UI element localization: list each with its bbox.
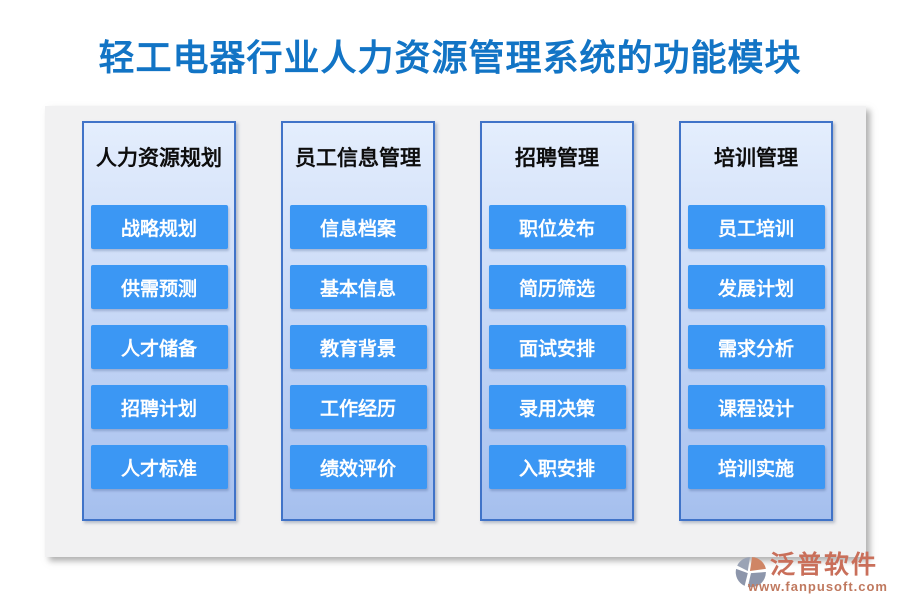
fanpu-logo-icon	[735, 557, 766, 588]
module-box: 简历筛选	[488, 265, 626, 309]
column-header: 培训管理	[714, 147, 798, 170]
module-box: 入职安排	[488, 445, 626, 489]
page-title: 轻工电器行业人力资源管理系统的功能模块	[98, 37, 802, 78]
vendor-text-block: 泛普软件 www.fanpusoft.com	[748, 551, 888, 594]
module-box: 课程设计	[687, 385, 825, 429]
column-employee-info: 员工信息管理 信息档案 基本信息 教育背景 工作经历 绩效评价	[281, 121, 435, 521]
column-recruitment: 招聘管理 职位发布 简历筛选 面试安排 录用决策 入职安排	[480, 121, 634, 521]
diagram-panel: 人力资源规划 战略规划 供需预测 人才储备 招聘计划 人才标准 员工信息管理 信…	[45, 106, 866, 557]
module-box: 人才储备	[90, 325, 228, 369]
module-box: 绩效评价	[289, 445, 427, 489]
module-box: 需求分析	[687, 325, 825, 369]
module-box: 员工培训	[687, 205, 825, 249]
module-box: 职位发布	[488, 205, 626, 249]
vendor-website: www.fanpusoft.com	[747, 579, 888, 594]
module-box: 面试安排	[488, 325, 626, 369]
vendor-logo: 泛普软件 www.fanpusoft.com	[734, 552, 888, 594]
column-header: 员工信息管理	[295, 147, 421, 170]
module-box: 发展计划	[687, 265, 825, 309]
column-hr-planning: 人力资源规划 战略规划 供需预测 人才储备 招聘计划 人才标准	[82, 121, 236, 521]
module-box: 人才标准	[90, 445, 228, 489]
module-box: 培训实施	[687, 445, 825, 489]
module-box: 基本信息	[289, 265, 427, 309]
module-box: 招聘计划	[90, 385, 228, 429]
module-columns: 人力资源规划 战略规划 供需预测 人才储备 招聘计划 人才标准 员工信息管理 信…	[45, 106, 866, 557]
module-box: 信息档案	[289, 205, 427, 249]
module-box: 工作经历	[289, 385, 427, 429]
vendor-brand-name: 泛普软件	[769, 551, 878, 579]
module-box: 战略规划	[90, 205, 228, 249]
column-training: 培训管理 员工培训 发展计划 需求分析 课程设计 培训实施	[679, 121, 833, 521]
module-box: 供需预测	[90, 265, 228, 309]
module-box: 教育背景	[289, 325, 427, 369]
column-header: 招聘管理	[515, 147, 599, 170]
column-header: 人力资源规划	[96, 147, 222, 170]
module-box: 录用决策	[488, 385, 626, 429]
